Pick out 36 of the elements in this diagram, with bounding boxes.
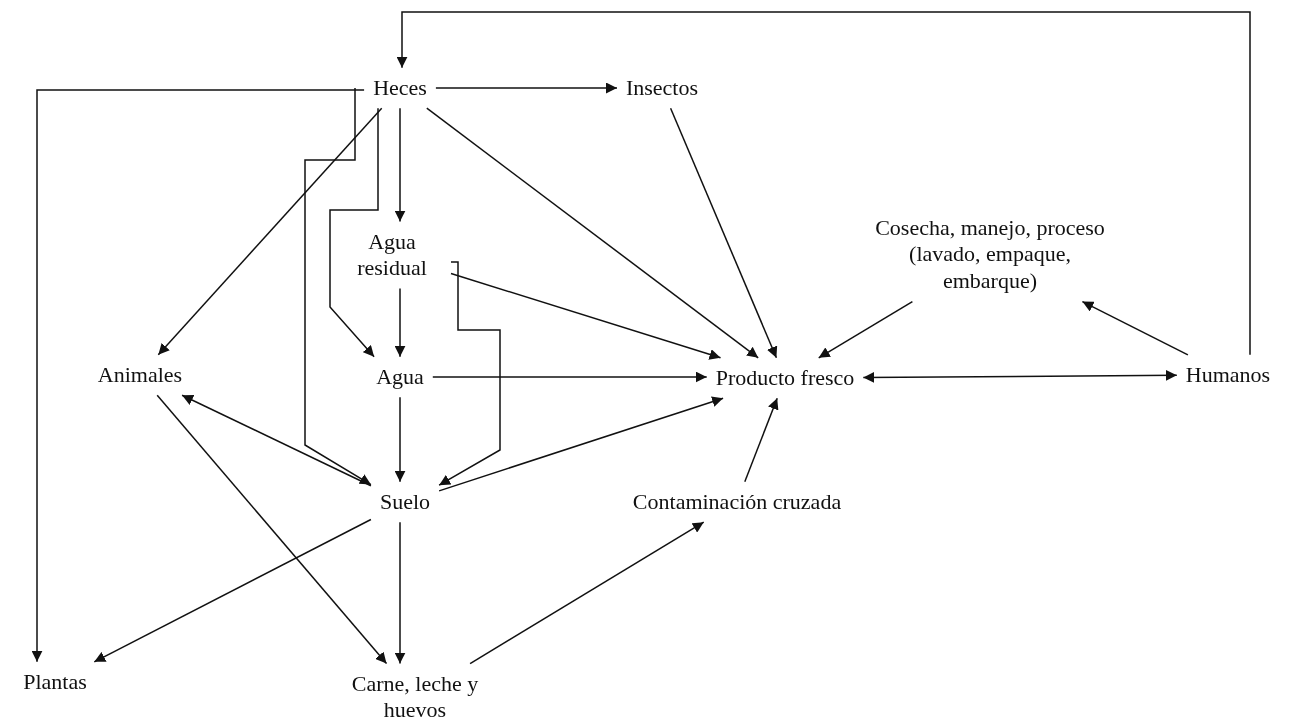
node-label: Carne, leche y huevos	[321, 668, 509, 719]
node-label: Suelo	[375, 486, 435, 518]
arrow	[469, 521, 705, 665]
arrow	[31, 89, 365, 663]
arrow	[157, 107, 383, 356]
arrow	[744, 397, 779, 483]
arrow	[394, 287, 406, 358]
node-label: Heces	[369, 72, 431, 104]
node-label: Insectos	[621, 72, 703, 104]
arrow	[438, 261, 501, 486]
arrow	[1081, 300, 1189, 356]
arrow	[435, 82, 618, 94]
arrow	[394, 107, 406, 223]
arrow	[438, 396, 724, 492]
arrow	[394, 396, 406, 483]
arrow	[304, 87, 372, 486]
arrow	[396, 11, 1251, 356]
arrow	[817, 300, 914, 359]
arrow	[181, 394, 372, 487]
node-label: Agua	[372, 361, 428, 393]
node-label: Cosecha, manejo, proceso (lavado, empaque, embarque)	[856, 213, 1124, 297]
arrow	[432, 371, 708, 383]
arrow	[862, 369, 1178, 383]
arrow	[394, 521, 406, 665]
node-label: Contaminación cruzada	[628, 486, 846, 518]
node-label: Producto fresco	[711, 362, 859, 394]
node-label: Humanos	[1181, 359, 1275, 391]
arrow	[426, 107, 759, 359]
node-label: Agua residual	[338, 226, 446, 284]
node-label: Plantas	[19, 666, 91, 698]
arrow	[93, 518, 372, 663]
arrow	[156, 394, 388, 665]
node-label: Animales	[93, 359, 187, 391]
arrow	[450, 272, 722, 360]
arrow	[669, 107, 778, 359]
arrow	[329, 107, 379, 358]
